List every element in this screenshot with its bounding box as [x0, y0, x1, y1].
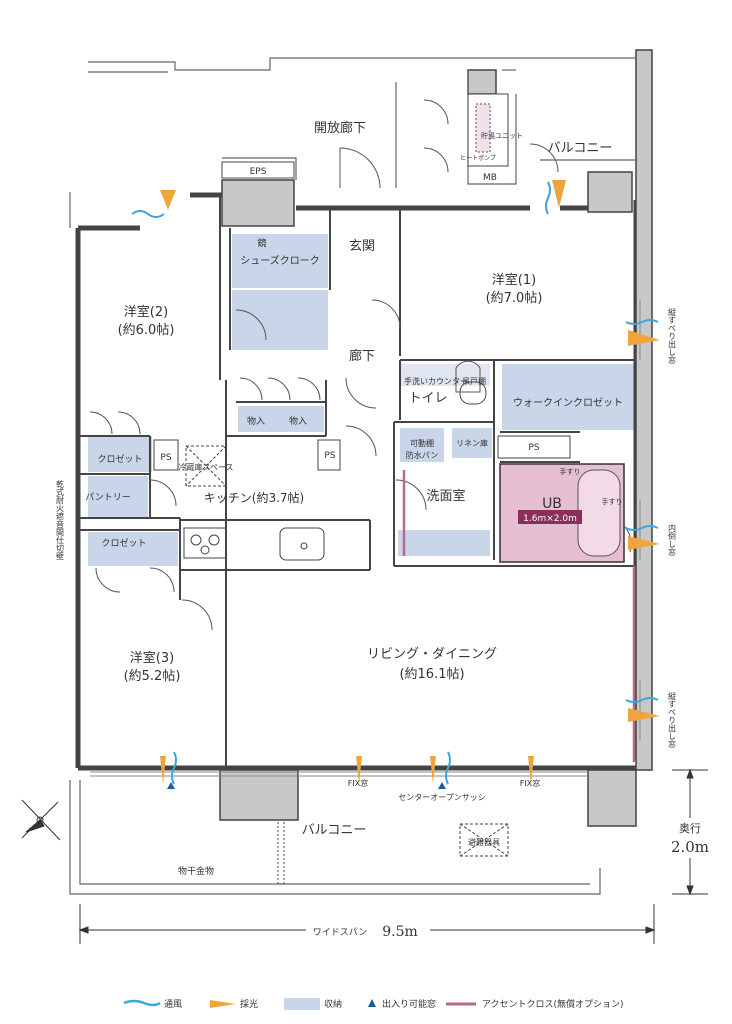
fix2-label: FIX窓 — [520, 778, 540, 788]
washbasin-fill — [398, 530, 490, 556]
left-wall-note: 乾式耐火遮音間仕切壁 — [56, 479, 65, 560]
balcony-south-label: バルコニー — [302, 823, 367, 838]
balcony-north-label: バルコニー — [548, 141, 613, 156]
interior-walls — [78, 195, 636, 768]
closet1-label: クロゼット — [97, 453, 142, 465]
entry-window-markers — [167, 782, 446, 789]
ps2-label: PS — [324, 451, 335, 461]
western1-name: 洋室(1) — [492, 272, 536, 288]
legend-entry-window: 出入り可能窓 — [382, 998, 436, 1010]
legend-daylight: 採光 — [240, 998, 258, 1010]
shoes-cloak-storage-lower — [232, 290, 328, 350]
right-bottom-note: 縦すべり出し窓 — [668, 691, 677, 748]
pantry-fill — [88, 476, 148, 518]
shoes-cloak-storage — [232, 234, 328, 288]
handwash-label: 手洗いカウンター — [404, 376, 468, 386]
room-labels: 開放廊下 バルコニー EPS MB 貯湯ユニット ヒートポンプ 玄関 シューズク… — [85, 120, 623, 877]
legend-entry-icon — [368, 999, 376, 1007]
storage1-label: 物入 — [247, 415, 265, 427]
ventilation-markers — [131, 181, 659, 785]
right-top-note: 縦すべり出し窓 — [668, 307, 677, 364]
center-sash-label: センターオープンサッシ — [398, 793, 486, 802]
legend: 通風 採光 収納 出入り可能窓 アクセントクロス(無償オプション) — [123, 998, 624, 1010]
depth-value: 2.0m — [671, 838, 709, 856]
legend-storage: 収納 — [324, 998, 342, 1010]
legend-storage-icon — [284, 998, 320, 1010]
ps1-label: PS — [160, 453, 171, 463]
exterior-outline — [69, 57, 636, 895]
linen-label: リネン庫 — [456, 438, 488, 448]
western3-size: (約5.2帖) — [124, 669, 181, 684]
legend-accent: アクセントクロス(無償オプション) — [482, 998, 624, 1010]
movable-shelf-fill — [400, 428, 444, 462]
living-size: (約16.1帖) — [399, 667, 464, 682]
kitchen-label: キッチン(約3.7帖) — [204, 490, 304, 505]
living-name: リビング・ダイニング — [367, 647, 497, 662]
columns — [219, 49, 653, 827]
western3-name: 洋室(3) — [130, 650, 174, 666]
eps-label: EPS — [250, 167, 267, 177]
right-mid-note: 内倒し窓 — [668, 523, 677, 556]
kitchen-fixtures — [153, 93, 571, 885]
toilet-label: トイレ — [408, 391, 447, 406]
waterproof-pan-label: 防水パン — [406, 450, 438, 460]
shoes-cloak-label: シューズクローク — [240, 254, 320, 267]
clothes-label: 物干金物 — [178, 865, 214, 877]
wall-cabinet-label: 吊戸棚 — [462, 376, 486, 386]
fridge-label: 冷蔵庫スペース — [178, 462, 233, 472]
linen-fill — [452, 428, 492, 458]
pantry-label: パントリー — [85, 492, 130, 503]
span-value: 9.5m — [382, 924, 418, 940]
side-notes: 乾式耐火遮音間仕切壁 縦すべり出し窓 内倒し窓 縦すべり出し窓 — [56, 307, 677, 748]
handwash-fill — [400, 364, 490, 386]
legend-light-icon — [210, 1000, 236, 1008]
depth-label: 奥行 — [679, 821, 701, 835]
mb-label: MB — [483, 173, 497, 183]
ub-size-label: 1.6m×2.0m — [523, 514, 577, 524]
ub-size-badge — [518, 510, 582, 524]
mirror-label: 鏡 — [257, 237, 266, 249]
ub-label: UB — [542, 496, 562, 512]
open-corridor-label: 開放廊下 — [314, 120, 366, 136]
movable-shelf-label: 可動棚 — [410, 438, 434, 448]
daylight-markers — [160, 180, 660, 784]
ps3-label: PS — [528, 443, 539, 453]
washroom-label: 洗面室 — [426, 488, 465, 504]
western2-size: (約6.0帖) — [118, 323, 175, 338]
closet-3-fill — [88, 532, 178, 566]
closet2-label: クロゼット — [101, 537, 146, 549]
dimension-labels: 奥行 2.0m ワイドスパン 9.5m — [306, 818, 712, 940]
storage-cabinets — [238, 406, 324, 432]
handrail2-label: 手すり — [602, 497, 623, 506]
western1-size: (約7.0帖) — [486, 291, 543, 306]
storage-areas — [88, 234, 634, 566]
span-label: ワイドスパン — [313, 927, 367, 938]
genkan-label: 玄関 — [349, 239, 375, 254]
compass-icon — [21, 799, 61, 841]
evac-label: 避難器具 — [468, 837, 500, 847]
walkin-label: ウォークインクロゼット — [513, 397, 623, 409]
walkin-closet-fill — [502, 364, 634, 430]
heat-pump-label: ヒートポンプ — [460, 154, 496, 162]
doors — [89, 99, 632, 631]
western2-name: 洋室(2) — [124, 304, 168, 320]
closet-2-fill — [88, 436, 152, 472]
accent-cloth — [402, 470, 636, 762]
bathtub-icon — [577, 469, 621, 557]
fix1-label: FIX窓 — [348, 778, 368, 788]
handrail1-label: 手すり — [560, 467, 581, 476]
legend-ventilation: 通風 — [164, 999, 182, 1010]
hallway-label: 廊下 — [349, 348, 375, 364]
storage2-label: 物入 — [289, 415, 307, 427]
legend-wind-icon — [123, 999, 161, 1007]
water-heater-label: 貯湯ユニット — [481, 131, 523, 140]
